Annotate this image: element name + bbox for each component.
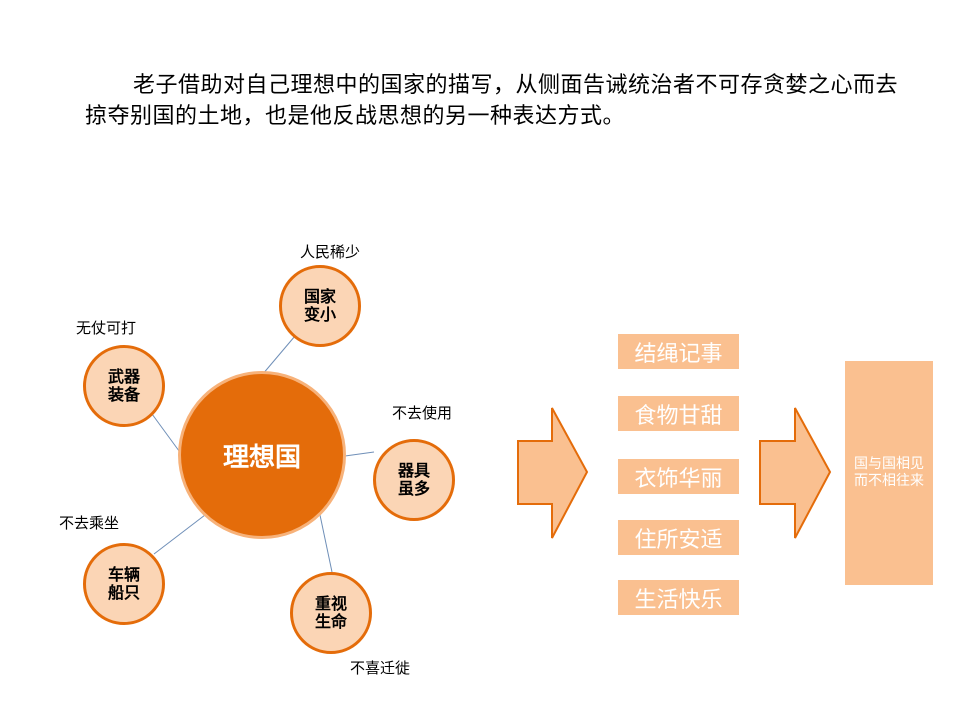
intro-paragraph: 老子借助对自己理想中的国家的描写，从侧面告诫统治者不可存贪婪之心而去掠夺别国的土…: [85, 73, 899, 129]
connector-line: [153, 514, 206, 555]
trait-box: 衣饰华丽: [618, 459, 739, 494]
satellite-label: 不去使用: [392, 404, 453, 422]
connector-line: [344, 451, 375, 457]
connector-line: [261, 335, 296, 376]
trait-box: 结绳记事: [618, 334, 739, 369]
satellite-node: 国家变小: [279, 265, 361, 347]
satellite-node: 车辆船只: [83, 543, 165, 625]
arrow-right-icon: [759, 407, 832, 539]
satellite-label: 无仗可打: [76, 319, 137, 337]
satellite-node: 武器装备: [83, 345, 165, 427]
satellite-node: 器具虽多: [373, 439, 455, 521]
arrow-right-icon: [517, 407, 589, 539]
trait-box: 住所安适: [618, 520, 739, 555]
trait-box: 食物甘甜: [618, 396, 739, 431]
satellite-label: 不去乘坐: [59, 514, 120, 532]
satellite-label: 人民稀少: [300, 243, 361, 261]
connector-line: [319, 514, 333, 573]
trait-box: 生活快乐: [618, 580, 739, 615]
satellite-node: 重视生命: [290, 572, 372, 654]
result-box: 国与国相见而不相往来: [845, 361, 933, 585]
satellite-label: 不喜迁徙: [350, 659, 411, 677]
connector-line: [151, 413, 183, 456]
center-node: 理想国: [178, 371, 346, 539]
